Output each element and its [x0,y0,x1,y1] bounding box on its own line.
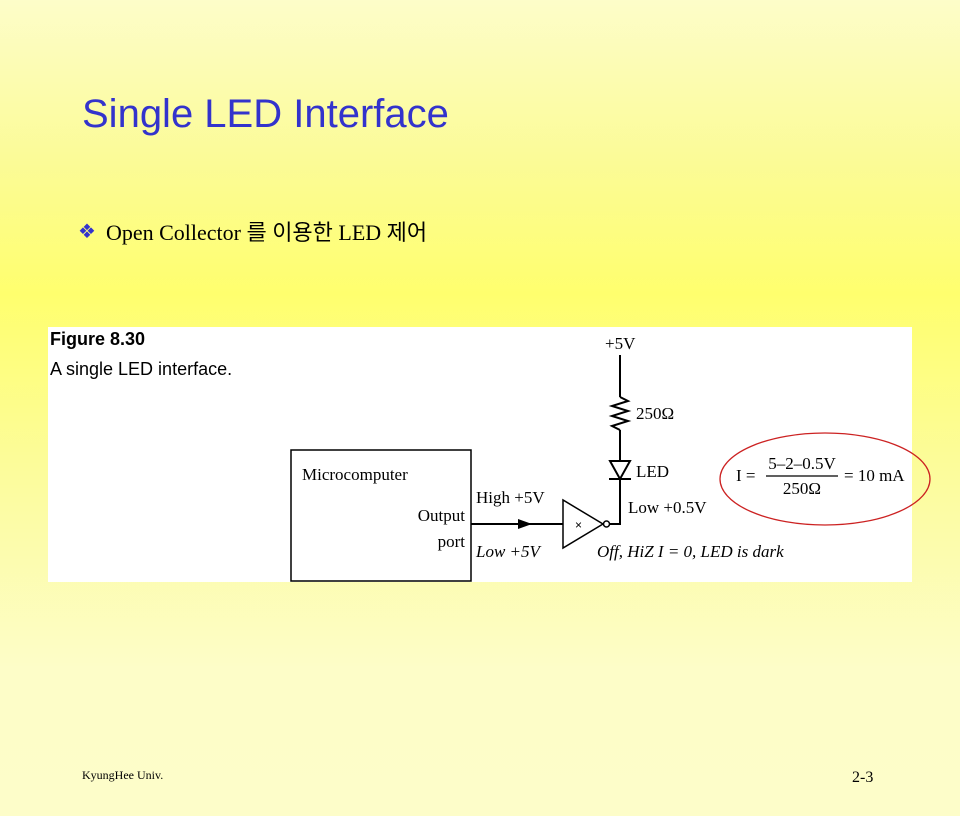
circuit-figure: Figure 8.30 A single LED interface. +5V … [48,327,912,582]
port-label: port [438,532,466,551]
resistor-icon [608,396,632,431]
low-led-label: Low +0.5V [628,498,707,517]
formula-lhs: I = [736,466,756,485]
circuit-diagram: Figure 8.30 A single LED interface. +5V … [50,329,905,582]
microcomputer-block [290,449,472,582]
low-label: Low +5V [475,542,543,561]
output-label: Output [418,506,466,525]
figure-caption: A single LED interface. [50,359,232,379]
resistor-label: 250Ω [636,404,674,423]
figure-number: Figure 8.30 [50,329,145,349]
open-collector-mark: × [575,518,582,532]
bullet-item: ❖ Open Collector 를 이용한 LED 제어 [78,215,427,247]
formula-rhs: = 10 mA [844,466,905,485]
inverter-gate-icon [562,498,605,550]
signal-arrow-icon [518,519,532,529]
microcomputer-label: Microcomputer [302,465,408,484]
slide-title: Single LED Interface [82,92,449,136]
diamond-bullet-icon: ❖ [78,220,96,243]
formula-denominator: 250Ω [783,479,821,498]
high-label: High +5V [476,488,545,507]
page-number: 2-3 [852,769,874,786]
formula-numerator: 5–2–0.5V [768,454,836,473]
footer-university: KyungHee Univ. [82,768,164,782]
bullet-text: Open Collector 를 이용한 LED 제어 [105,220,428,245]
inverter-bubble-icon [602,520,611,528]
off-state-label: Off, HiZ I = 0, LED is dark [597,542,784,561]
led-diode-icon [608,460,632,482]
supply-label: +5V [605,334,636,353]
led-label: LED [636,462,669,481]
